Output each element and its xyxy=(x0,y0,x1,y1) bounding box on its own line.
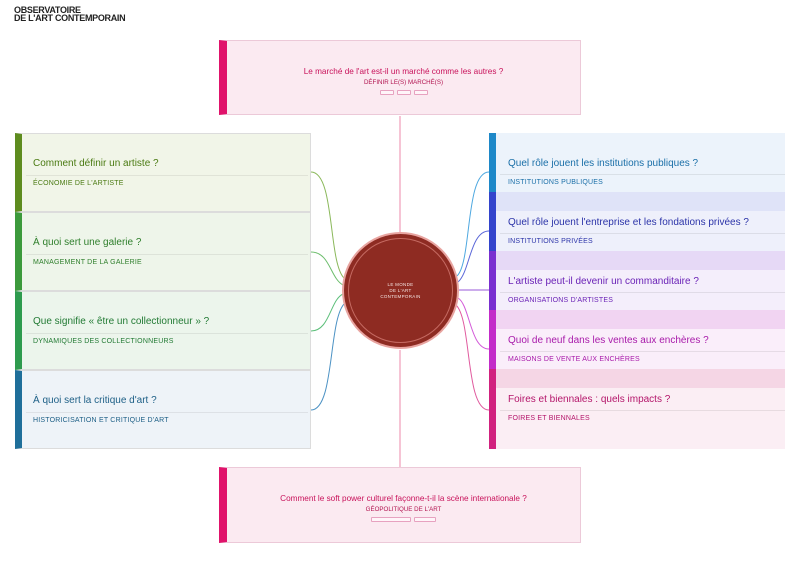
bottom-card-question: Comment le soft power culturel façonne-t… xyxy=(280,494,527,503)
card-subtitle: DYNAMIQUES DES COLLECTIONNEURS xyxy=(33,338,174,345)
card-question: Quel rôle jouent l'entreprise et les fon… xyxy=(508,217,749,228)
card-divider xyxy=(500,174,785,175)
card-divider xyxy=(26,412,308,413)
central-node[interactable]: LE MONDE DE L'ART CONTEMPORAIN xyxy=(342,232,459,349)
left-topic-card-4[interactable]: À quoi sert la critique d'art ? HISTORIC… xyxy=(15,370,311,449)
card-subtitle: FOIRES ET BIENNALES xyxy=(508,415,590,422)
card-divider xyxy=(26,254,308,255)
card-question: Quoi de neuf dans les ventes aux enchère… xyxy=(508,335,709,346)
connector-right-5 xyxy=(455,304,490,411)
tag-chip[interactable] xyxy=(371,517,411,522)
card-subtitle: ORGANISATIONS D'ARTISTES xyxy=(508,297,614,304)
card-question: À quoi sert une galerie ? xyxy=(33,237,142,248)
card-subtitle: INSTITUTIONS PRIVÉES xyxy=(508,238,593,245)
right-topic-card-5[interactable]: Foires et biennales : quels impacts ? FO… xyxy=(489,369,785,449)
card-question: Quel rôle jouent les institutions publiq… xyxy=(508,158,699,169)
top-card-question: Le marché de l'art est-il un marché comm… xyxy=(303,67,504,76)
connector-right-4 xyxy=(457,297,490,350)
right-topic-column: Quel rôle jouent les institutions publiq… xyxy=(489,133,785,449)
bottom-card-subtitle: GÉOPOLITIQUE DE L'ART xyxy=(365,506,442,513)
card-question: Foires et biennales : quels impacts ? xyxy=(508,394,671,405)
card-question: Que signifie « être un collectionneur » … xyxy=(33,316,210,327)
left-topic-card-1[interactable]: Comment définir un artiste ? ÉCONOMIE DE… xyxy=(15,133,311,212)
bottom-card-tags xyxy=(227,517,580,522)
card-divider xyxy=(500,351,785,352)
tag-chip[interactable] xyxy=(414,517,436,522)
card-subtitle: MANAGEMENT DE LA GALERIE xyxy=(33,259,142,266)
connector-left-2 xyxy=(310,251,344,286)
card-divider xyxy=(26,333,308,334)
card-band xyxy=(496,251,785,270)
card-band xyxy=(496,310,785,329)
right-topic-card-1[interactable]: Quel rôle jouent les institutions publiq… xyxy=(489,133,785,192)
card-question: L'artiste peut-il devenir un commanditai… xyxy=(508,276,699,287)
central-node-ring: LE MONDE DE L'ART CONTEMPORAIN xyxy=(348,238,453,343)
card-divider xyxy=(500,410,785,411)
right-topic-card-4[interactable]: Quoi de neuf dans les ventes aux enchère… xyxy=(489,310,785,369)
card-subtitle: ÉCONOMIE DE L'ARTISTE xyxy=(33,180,124,187)
card-band xyxy=(496,192,785,211)
connector-right-2 xyxy=(457,230,490,283)
top-card-subtitle: DÉFINIR LE(S) MARCHÉ(S) xyxy=(363,79,444,86)
central-node-line-2: DE L'ART xyxy=(389,287,412,293)
tag-chip[interactable] xyxy=(413,90,428,95)
card-question: À quoi sert la critique d'art ? xyxy=(33,395,157,406)
connector-left-4 xyxy=(310,302,346,411)
bottom-topic-card[interactable]: Comment le soft power culturel façonne-t… xyxy=(219,467,581,543)
tag-chip[interactable] xyxy=(379,90,394,95)
logo: OBSERVATOIRE DE L'ART CONTEMPORAIN xyxy=(14,5,126,23)
left-topic-card-2[interactable]: À quoi sert une galerie ? MANAGEMENT DE … xyxy=(15,212,311,291)
central-node-label: LE MONDE DE L'ART CONTEMPORAIN xyxy=(380,282,420,300)
card-divider xyxy=(500,233,785,234)
logo-line-1: OBSERVATOIRE xyxy=(14,5,81,15)
card-subtitle: HISTORICISATION ET CRITIQUE D'ART xyxy=(33,417,169,424)
tag-chip[interactable] xyxy=(396,90,411,95)
logo-line-2: DE L'ART CONTEMPORAIN xyxy=(14,13,126,23)
card-subtitle: MAISONS DE VENTE AUX ENCHÈRES xyxy=(508,356,640,363)
central-node-line-1: LE MONDE xyxy=(387,281,414,287)
card-divider xyxy=(26,175,308,176)
left-topic-column: Comment définir un artiste ? ÉCONOMIE DE… xyxy=(15,133,311,449)
connector-right-1 xyxy=(456,171,490,277)
right-topic-card-2[interactable]: Quel rôle jouent l'entreprise et les fon… xyxy=(489,192,785,251)
top-topic-card[interactable]: Le marché de l'art est-il un marché comm… xyxy=(219,40,581,115)
card-divider xyxy=(500,292,785,293)
connector-left-1 xyxy=(310,171,345,279)
card-subtitle: INSTITUTIONS PUBLIQUES xyxy=(508,179,604,186)
card-band xyxy=(496,369,785,388)
connector-left-3 xyxy=(310,293,344,332)
top-card-tags xyxy=(227,90,580,95)
right-topic-card-3[interactable]: L'artiste peut-il devenir un commanditai… xyxy=(489,251,785,310)
card-question: Comment définir un artiste ? xyxy=(33,158,159,169)
central-node-line-3: CONTEMPORAIN xyxy=(380,293,421,299)
left-topic-card-3[interactable]: Que signifie « être un collectionneur » … xyxy=(15,291,311,370)
